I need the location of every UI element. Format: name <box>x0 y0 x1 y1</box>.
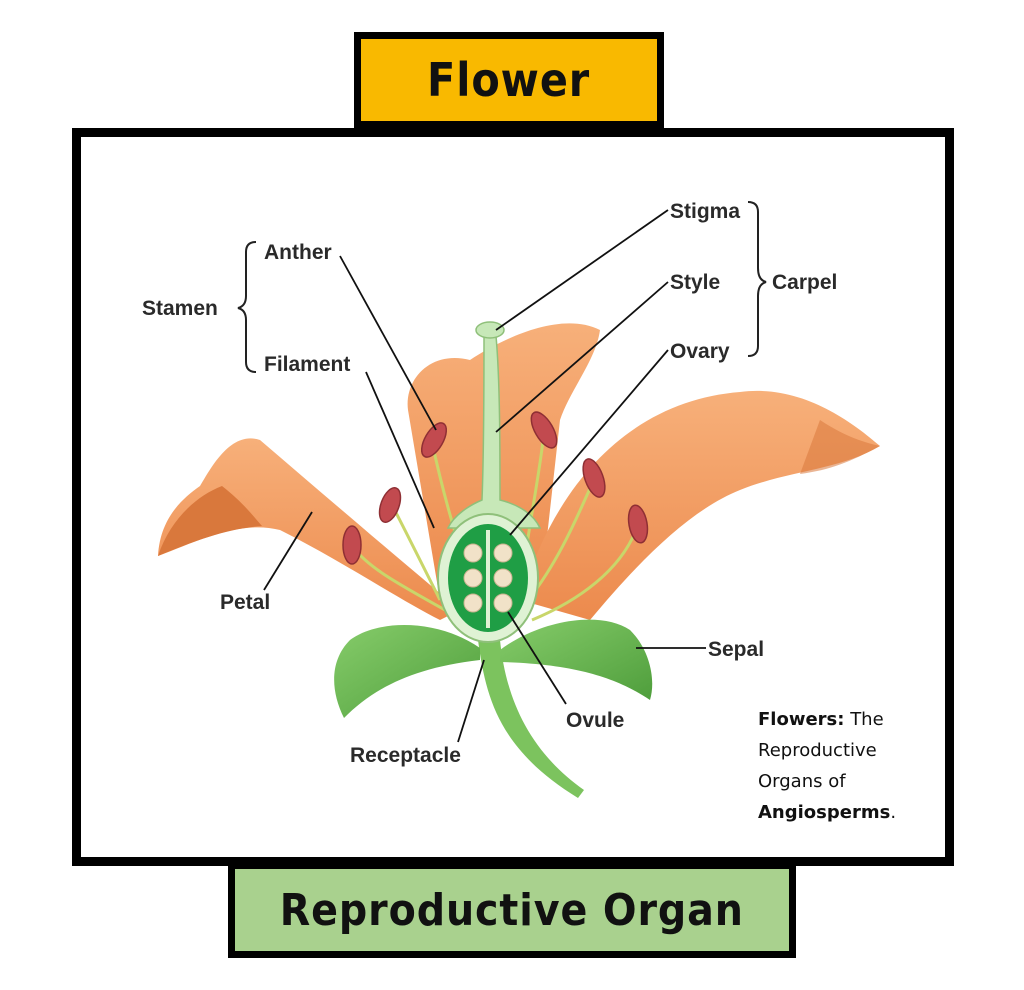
caption-emphasis: Angiosperms <box>758 802 891 823</box>
ovules <box>463 543 513 613</box>
footer-banner: Reproductive Organ <box>228 862 796 958</box>
label-anther: Anther <box>264 241 332 264</box>
sepal-left <box>334 625 480 718</box>
label-receptacle: Receptacle <box>350 744 461 767</box>
anthers <box>342 411 649 565</box>
stamen-brace <box>237 241 257 373</box>
label-sepal: Sepal <box>708 638 764 661</box>
stem <box>478 640 584 798</box>
leader-receptacle <box>457 659 485 743</box>
leader-filament <box>365 371 435 529</box>
label-ovule: Ovule <box>566 709 624 732</box>
label-stigma: Stigma <box>670 200 740 223</box>
leader-stigma <box>495 209 669 331</box>
page-title: Flower <box>427 53 591 107</box>
caption-lead: Flowers: <box>758 709 845 730</box>
carpel-brace <box>747 201 767 357</box>
leader-style <box>495 281 669 433</box>
label-carpel: Carpel <box>772 271 837 294</box>
label-petal: Petal <box>220 591 270 614</box>
stigma <box>475 321 505 339</box>
petal-back-right <box>520 390 880 620</box>
leader-anther <box>339 255 437 431</box>
label-style: Style <box>670 271 720 294</box>
label-stamen: Stamen <box>142 297 218 320</box>
title-banner: Flower <box>354 32 664 128</box>
caption-end: . <box>890 802 897 823</box>
caption-text: The Reproductive Organs of <box>758 709 884 792</box>
leader-petal <box>263 511 313 591</box>
petal-left-fold <box>158 486 262 556</box>
leader-ovule <box>507 611 567 705</box>
footer-title: Reproductive Organ <box>279 884 745 936</box>
petal-back-right-fold <box>800 420 880 474</box>
leader-ovary <box>509 349 669 536</box>
label-filament: Filament <box>264 353 350 376</box>
caption: Flowers: The Reproductive Organs of Angi… <box>758 704 928 828</box>
label-ovary: Ovary <box>670 340 730 363</box>
sepal-right <box>500 619 653 700</box>
style <box>446 335 542 529</box>
